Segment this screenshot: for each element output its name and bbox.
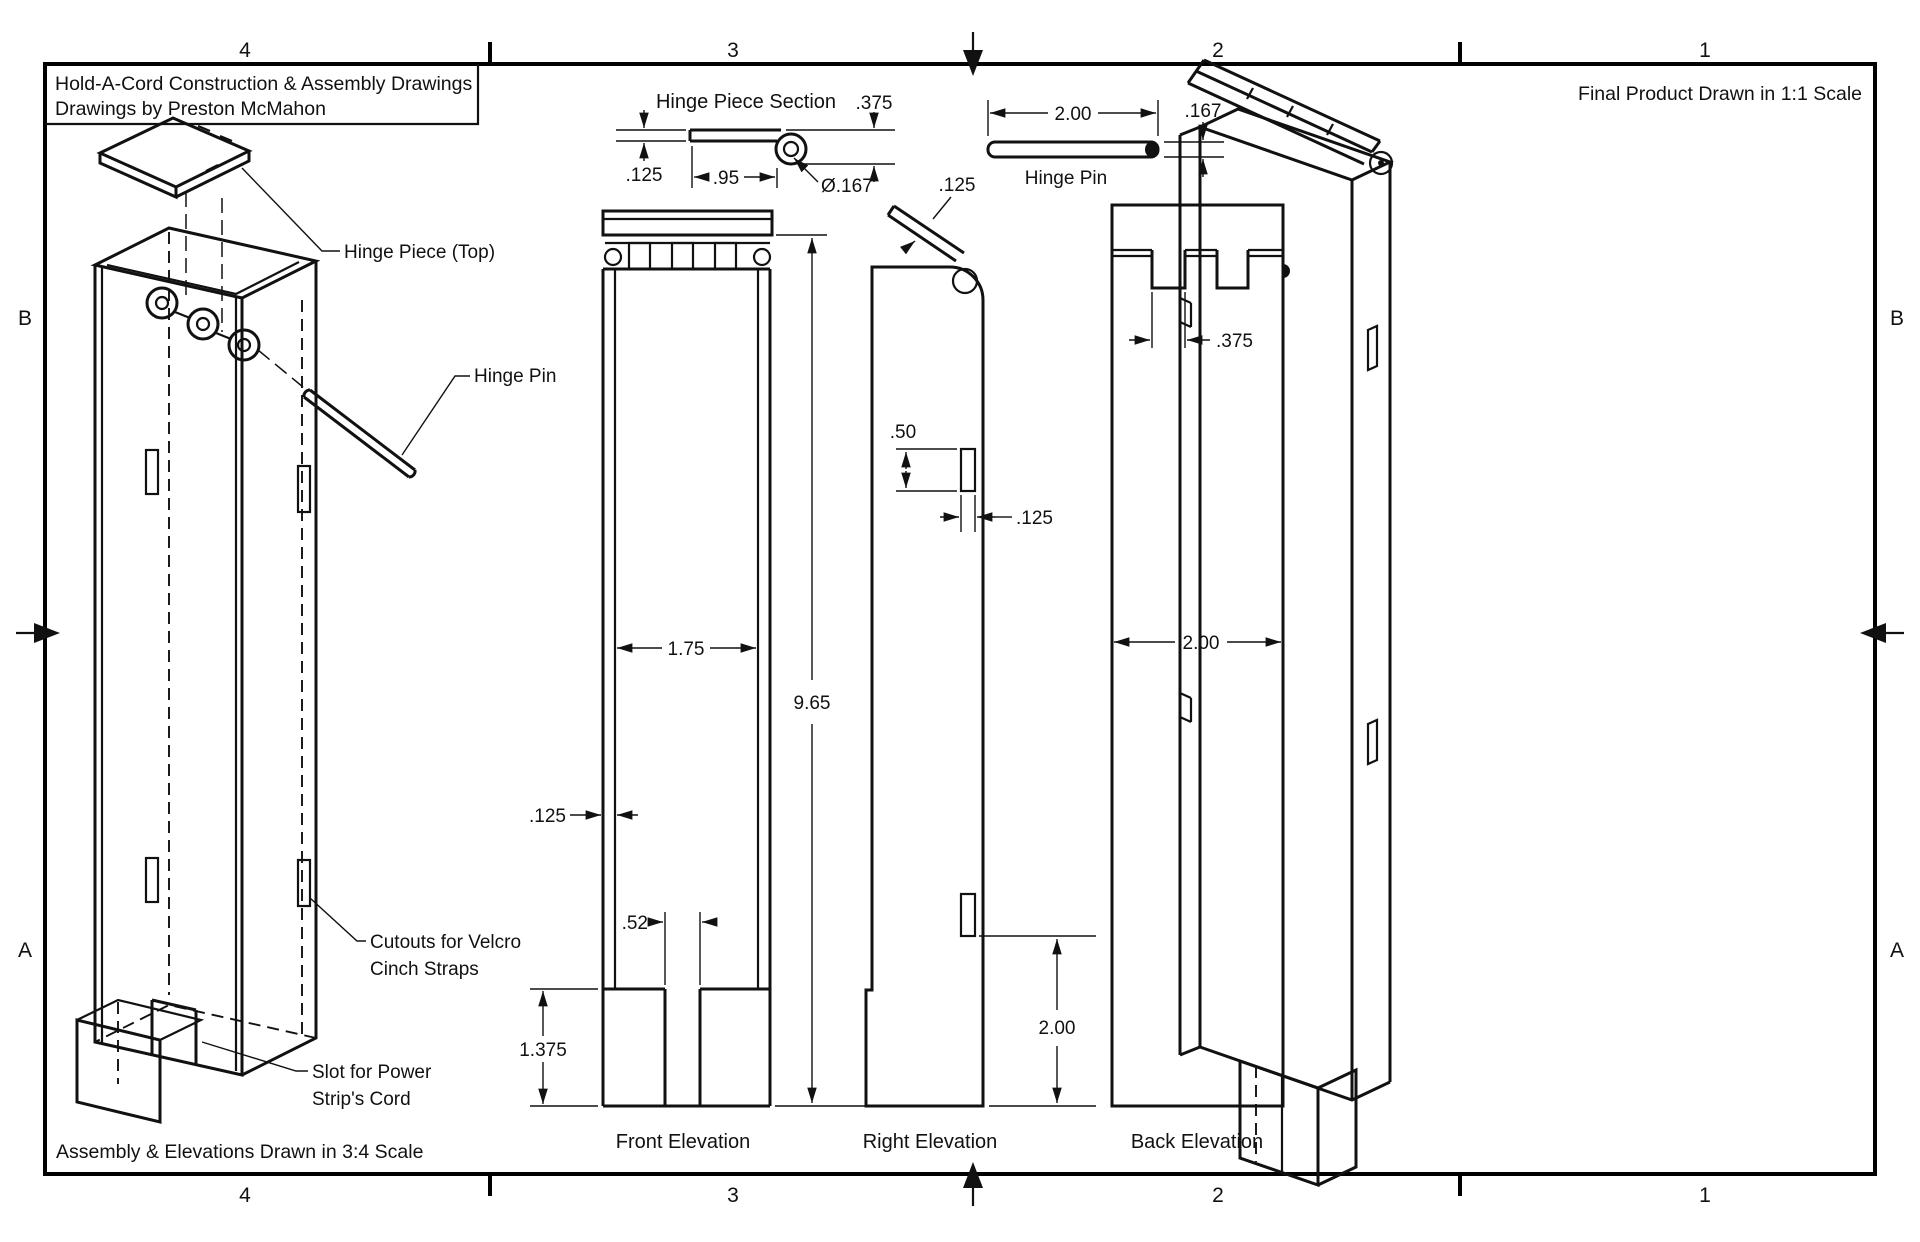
assembly-view: Hinge Piece (Top) Hinge Pin Cutouts for … — [75, 116, 556, 1124]
callout-hinge-piece-top: Hinge Piece (Top) — [241, 167, 495, 263]
hinge-piece-top-label: Hinge Piece (Top) — [344, 242, 495, 263]
zone-row-a-right: A — [1890, 939, 1904, 962]
zone-col-3-top: 3 — [727, 39, 739, 62]
datum-arrow-top-icon — [963, 32, 983, 76]
final-product-view — [1178, 58, 1394, 1188]
cord-slot-callout-line2: Strip's Cord — [312, 1089, 411, 1110]
velcro-callout-line2: Cinch Straps — [370, 959, 479, 980]
hinge-pin-callout-label: Hinge Pin — [474, 366, 556, 387]
title-block: Hold-A-Cord Construction & Assembly Draw… — [45, 64, 480, 126]
hinge-pin-detail-label: Hinge Pin — [1025, 168, 1107, 189]
datum-arrow-bottom-icon — [963, 1162, 983, 1206]
hinge-section-title: Hinge Piece Section — [656, 91, 836, 113]
zone-col-4-top: 4 — [239, 39, 251, 62]
callout-velcro-cutouts: Cutouts for Velcro Cinch Straps — [309, 897, 521, 980]
sheet-author: Drawings by Preston McMahon — [55, 98, 326, 120]
zone-row-b-left: B — [18, 307, 32, 330]
zone-col-2-top: 2 — [1212, 39, 1224, 62]
dim-hinge-plate-thickness: .125 — [626, 165, 663, 186]
datum-arrow-left-icon — [16, 623, 60, 643]
dim-pin-length: 2.00 — [1055, 104, 1092, 125]
final-product-scale-note: Final Product Drawn in 1:1 Scale — [1578, 83, 1862, 105]
dim-front-slot-width: .52 — [622, 913, 648, 934]
callout-cord-slot: Slot for Power Strip's Cord — [201, 1041, 432, 1110]
zone-labels: 4 3 2 1 4 3 2 1 B A B A — [18, 39, 1904, 1207]
zone-col-1-bottom: 1 — [1699, 1184, 1711, 1207]
right-elevation-title: Right Elevation — [863, 1131, 998, 1153]
zone-col-3-bottom: 3 — [727, 1184, 739, 1207]
dim-front-base-height: 1.375 — [519, 1040, 567, 1061]
dim-right-cutout-height: .50 — [890, 422, 916, 443]
velcro-callout-line1: Cutouts for Velcro — [370, 932, 521, 953]
datum-arrow-right-icon — [1860, 623, 1904, 643]
back-elevation-view: .375 2.00 Back Elevation — [1110, 203, 1290, 1153]
zone-row-b-right: B — [1890, 307, 1904, 330]
assembly-scale-note: Assembly & Elevations Drawn in 3:4 Scale — [56, 1141, 423, 1163]
dim-right-lid-thickness: .125 — [939, 175, 976, 196]
zone-col-2-bottom: 2 — [1212, 1184, 1224, 1207]
dim-hinge-plate-length: .95 — [713, 168, 739, 189]
dim-right-cutout-to-bottom: 2.00 — [1039, 1018, 1076, 1039]
front-elevation-view: 1.75 9.65 .125 .52 1.375 Front Elevation — [519, 209, 890, 1153]
dim-front-overall-height: 9.65 — [794, 693, 831, 714]
back-elevation-title: Back Elevation — [1131, 1131, 1263, 1153]
dim-pin-diameter: .167 — [1185, 101, 1222, 122]
sheet-title: Hold-A-Cord Construction & Assembly Draw… — [55, 73, 472, 95]
hinge-pin-view: 2.00 .167 Hinge Pin — [986, 100, 1224, 189]
dim-front-inner-width: 1.75 — [668, 639, 705, 660]
zone-row-a-left: A — [18, 939, 32, 962]
dim-back-notch-width: .375 — [1216, 331, 1253, 352]
zone-col-4-bottom: 4 — [239, 1184, 251, 1207]
cord-slot-callout-line1: Slot for Power — [312, 1062, 432, 1083]
dim-front-wall-thickness: .125 — [529, 806, 566, 827]
hinge-section-view: Hinge Piece Section .125 .95 .375 Ø.167 — [616, 91, 895, 197]
zone-col-1-top: 1 — [1699, 39, 1711, 62]
border-frame — [16, 32, 1904, 1206]
dim-right-cutout-width: .125 — [1016, 508, 1053, 529]
right-elevation-view: .125 .50 .125 2.00 Right Elevation — [863, 175, 1096, 1153]
front-elevation-title: Front Elevation — [616, 1131, 751, 1153]
dim-hinge-knuckle-height: .375 — [856, 93, 893, 114]
callout-hinge-pin: Hinge Pin — [401, 366, 556, 456]
dim-hinge-pin-hole: Ø.167 — [821, 176, 873, 197]
